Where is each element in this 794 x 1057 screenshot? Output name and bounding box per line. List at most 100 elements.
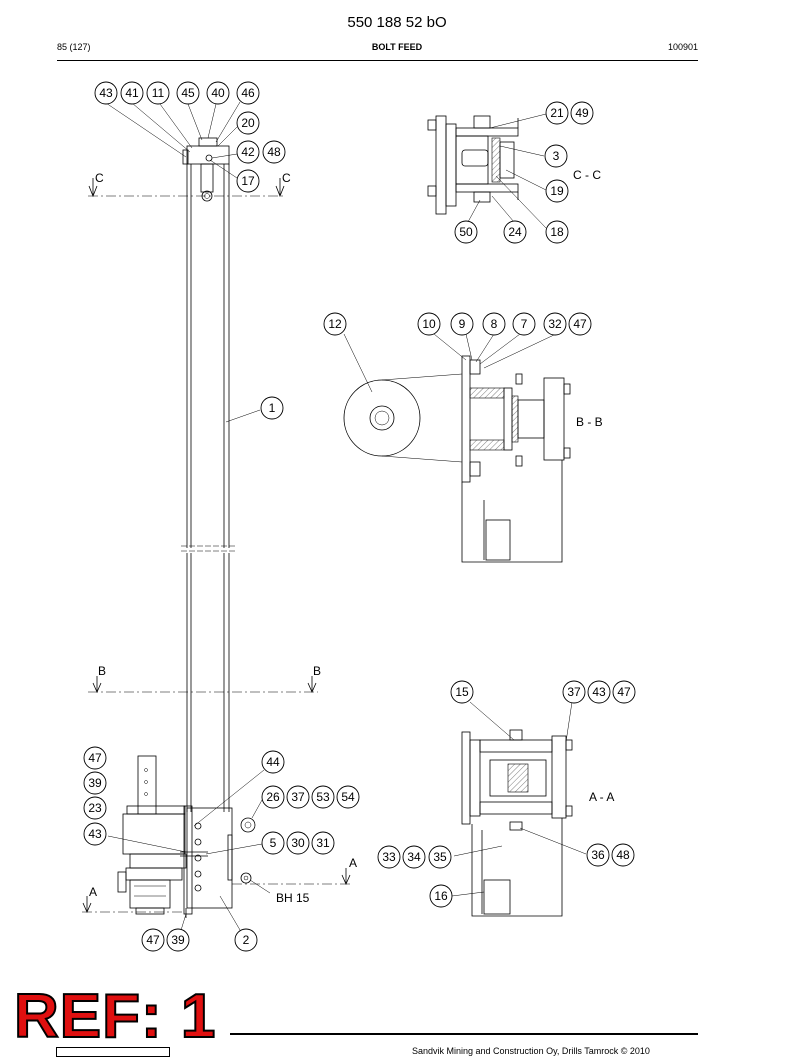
svg-text:1: 1	[269, 401, 276, 415]
svg-text:48: 48	[267, 145, 281, 159]
balloon-view-a-6: 35	[428, 845, 452, 869]
section-a-view	[461, 729, 573, 917]
svg-text:23: 23	[88, 801, 102, 815]
cut-marker-b-right: B	[313, 664, 321, 678]
svg-text:11: 11	[152, 86, 165, 100]
svg-text:35: 35	[433, 850, 447, 864]
balloon-view-b-1: 10	[417, 312, 441, 336]
balloon-main-bottom-8: 54	[336, 785, 360, 809]
cut-marker-a-right: A	[349, 856, 357, 870]
balloon-main-mid-0: 1	[260, 396, 284, 420]
svg-text:30: 30	[291, 836, 305, 850]
balloon-main-bottom-0: 47	[83, 746, 107, 770]
balloon-main-bottom-11: 31	[311, 831, 335, 855]
svg-text:40: 40	[211, 86, 225, 100]
leader-lines	[105, 101, 587, 941]
balloon-view-c-0: 21	[545, 101, 569, 125]
svg-text:16: 16	[434, 889, 448, 903]
balloon-view-c-2: 3	[544, 144, 568, 168]
balloon-main-bottom-4: 44	[261, 750, 285, 774]
svg-text:21: 21	[550, 106, 564, 120]
svg-text:31: 31	[316, 836, 330, 850]
date-code: 100901	[667, 42, 698, 52]
svg-text:48: 48	[616, 848, 630, 862]
svg-text:19: 19	[550, 184, 564, 198]
section-a-label: A - A	[589, 790, 614, 804]
balloon-main-top-0: 43	[94, 81, 118, 105]
svg-text:12: 12	[328, 317, 342, 331]
svg-text:24: 24	[508, 225, 522, 239]
balloon-main-bottom-7: 53	[311, 785, 335, 809]
svg-text:47: 47	[88, 751, 102, 765]
section-b-label: B - B	[576, 415, 603, 429]
balloon-view-c-1: 49	[570, 101, 594, 125]
svg-text:32: 32	[548, 317, 562, 331]
balloon-view-a-9: 16	[429, 884, 453, 908]
balloon-view-a-5: 34	[402, 845, 426, 869]
balloon-main-bottom-5: 26	[261, 785, 285, 809]
svg-text:10: 10	[422, 317, 436, 331]
balloon-view-a-4: 33	[377, 845, 401, 869]
balloon-view-a-2: 43	[587, 680, 611, 704]
balloon-main-bottom-14: 2	[234, 928, 258, 952]
balloon-view-c-3: 19	[545, 179, 569, 203]
svg-text:9: 9	[459, 317, 466, 331]
footer-copyright: Sandvik Mining and Construction Oy, Dril…	[412, 1046, 650, 1056]
svg-text:42: 42	[241, 145, 255, 159]
balloon-main-top-2: 11	[146, 81, 170, 105]
svg-text:20: 20	[241, 116, 255, 130]
balloon-main-bottom-1: 39	[83, 771, 107, 795]
svg-text:47: 47	[573, 317, 587, 331]
balloon-view-c-4: 50	[454, 220, 478, 244]
balloon-main-top-3: 45	[176, 81, 200, 105]
svg-text:45: 45	[181, 86, 195, 100]
balloon-main-bottom-10: 30	[286, 831, 310, 855]
balloon-main-top-9: 17	[236, 169, 260, 193]
section-b-view	[343, 355, 571, 563]
svg-text:8: 8	[491, 317, 498, 331]
svg-text:17: 17	[241, 174, 255, 188]
svg-text:50: 50	[459, 225, 473, 239]
svg-text:53: 53	[316, 790, 330, 804]
balloon-main-bottom-6: 37	[286, 785, 310, 809]
svg-text:34: 34	[407, 850, 421, 864]
balloon-view-b-6: 47	[568, 312, 592, 336]
balloon-main-bottom-2: 23	[83, 796, 107, 820]
header-rule	[57, 60, 698, 61]
ref-plate	[56, 1047, 170, 1057]
balloon-main-top-8: 48	[262, 140, 286, 164]
svg-text:47: 47	[146, 933, 160, 947]
balloon-view-b-0: 12	[323, 312, 347, 336]
svg-text:37: 37	[291, 790, 305, 804]
svg-text:5: 5	[270, 836, 277, 850]
balloon-main-top-1: 41	[120, 81, 144, 105]
balloon-main-bottom-9: 5	[261, 831, 285, 855]
svg-text:33: 33	[382, 850, 396, 864]
section-c-label: C - C	[573, 168, 601, 182]
svg-text:46: 46	[241, 86, 255, 100]
balloon-view-c-5: 24	[503, 220, 527, 244]
cut-marker-b-left: B	[98, 664, 106, 678]
balloon-main-top-5: 46	[236, 81, 260, 105]
balloon-view-b-3: 8	[482, 312, 506, 336]
cut-marker-a-left: A	[89, 885, 97, 899]
balloon-view-a-3: 47	[612, 680, 636, 704]
bh-callout: BH 15	[276, 891, 310, 905]
balloon-view-b-5: 32	[543, 312, 567, 336]
balloon-view-b-2: 9	[450, 312, 474, 336]
svg-text:26: 26	[266, 790, 280, 804]
ref-stamp: REF: 1	[13, 982, 217, 1051]
balloon-view-a-1: 37	[562, 680, 586, 704]
svg-text:54: 54	[341, 790, 355, 804]
svg-text:39: 39	[171, 933, 185, 947]
svg-text:49: 49	[575, 106, 589, 120]
page-ref: 85 (127)	[57, 42, 91, 52]
feed-beam-view	[117, 137, 256, 918]
svg-text:15: 15	[455, 685, 469, 699]
doc-number: 550 188 52 bO	[347, 14, 447, 31]
balloon-main-top-7: 42	[236, 140, 260, 164]
balloon-main-top-6: 20	[236, 111, 260, 135]
svg-text:7: 7	[521, 317, 528, 331]
svg-text:39: 39	[88, 776, 102, 790]
